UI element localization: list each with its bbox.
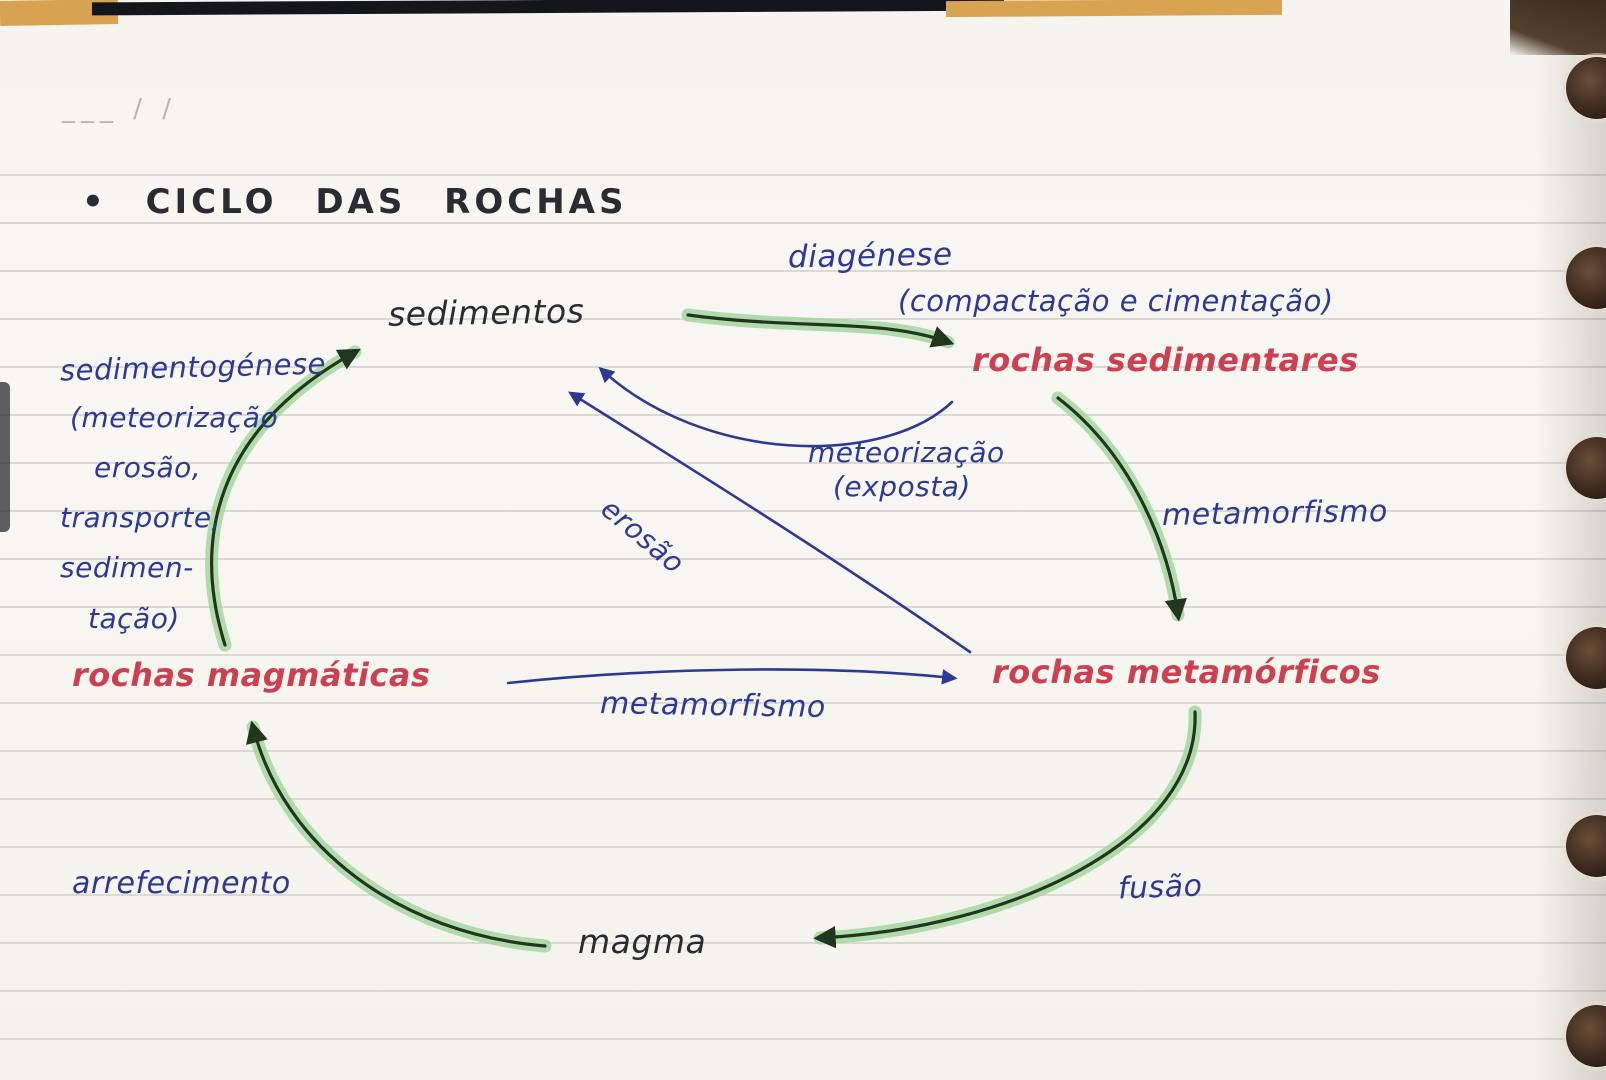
arrow-fusao xyxy=(813,710,1197,949)
label-sedimentogenese-detail-1: (meteorização xyxy=(70,401,279,434)
node-rochas-sedimentares: rochas sedimentares xyxy=(972,341,1359,379)
label-sedimentogenese-detail-4: sedimen- xyxy=(60,551,194,584)
arrow-metamorfismo-right xyxy=(1056,396,1187,622)
arrow-arrefecimento-highlight xyxy=(246,720,552,953)
label-diagenese-detail: (compactação e cimentação) xyxy=(898,284,1334,318)
arrow-metamorfismo-bottom xyxy=(506,668,958,685)
arrow-meteorizacao-exposta xyxy=(598,366,954,448)
label-sedimentogenese-detail-3: transporte, xyxy=(60,501,222,534)
node-rochas-magmaticas: rochas magmáticas xyxy=(72,656,431,694)
arrow-erosao xyxy=(568,391,972,654)
arrow-diagenese xyxy=(686,313,955,348)
node-rochas-metamorficas: rochas metamórficos xyxy=(992,653,1381,691)
label-meteorizacao: meteorização xyxy=(808,436,1005,469)
label-fusao: fusão xyxy=(1117,868,1204,907)
arrow-sedimentogenese xyxy=(210,348,361,647)
node-magma: magma xyxy=(578,922,707,961)
page-title: • CICLO DAS ROCHAS xyxy=(82,182,628,222)
photo-corner-shadow xyxy=(1510,0,1606,55)
page-edge-left xyxy=(0,382,10,532)
page-edge-shadow xyxy=(1534,0,1606,1080)
label-metamorfismo-right: metamorfismo xyxy=(1161,494,1389,533)
label-sedimentogenese-detail-2: erosão, xyxy=(94,451,202,484)
arrow-metamorfismo-right-highlight xyxy=(1051,391,1185,622)
ruled-lines xyxy=(0,128,1606,1080)
label-sedimentogenese-detail-5: tação) xyxy=(88,602,180,635)
label-meteorizacao-detail: (exposta) xyxy=(833,470,971,503)
arrow-sedimentogenese-highlight xyxy=(205,345,362,652)
label-diagenese: diagénese xyxy=(787,236,953,276)
label-sedimentogenese: sedimentogénese xyxy=(59,346,327,388)
label-metamorfismo-bottom: metamorfismo xyxy=(599,686,827,725)
date-line: ___ / / xyxy=(62,94,178,124)
label-arrefecimento: arrefecimento xyxy=(72,866,291,901)
arrow-arrefecimento xyxy=(246,720,547,948)
node-sedimentos: sedimentos xyxy=(387,291,585,334)
